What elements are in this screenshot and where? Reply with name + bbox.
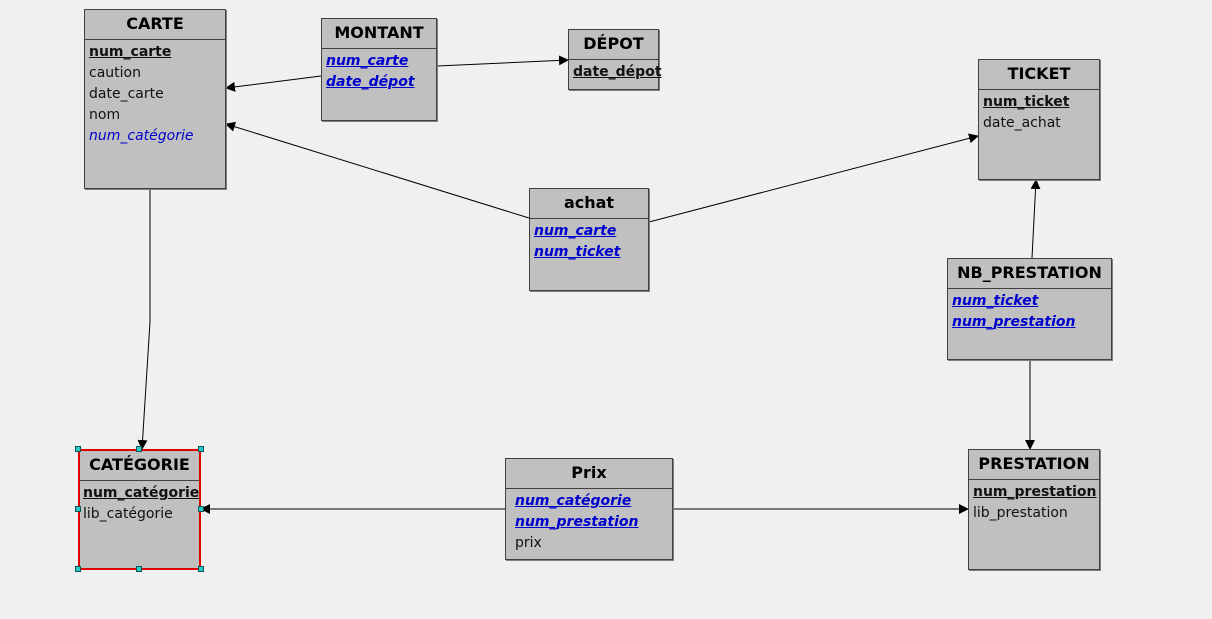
entity-carte-fields: num_carte caution date_carte nom num_cat… <box>85 40 225 147</box>
field-num-ticket: num_ticket <box>983 94 1070 110</box>
entity-depot-title: DÉPOT <box>569 30 658 60</box>
resize-handle-left[interactable] <box>75 506 81 512</box>
entity-montant-title: MONTANT <box>322 19 436 49</box>
entity-categorie-title: CATÉGORIE <box>80 451 199 481</box>
entity-prix-fields: num_catégorie num_prestation prix <box>506 489 672 554</box>
entity-ticket-title: TICKET <box>979 60 1099 90</box>
entity-categorie[interactable]: CATÉGORIE num_catégorie lib_catégorie <box>78 449 201 570</box>
resize-handle-top[interactable] <box>136 446 142 452</box>
entity-prestation-title: PRESTATION <box>969 450 1099 480</box>
entity-carte[interactable]: CARTE num_carte caution date_carte nom n… <box>84 9 226 189</box>
entity-achat-fields: num_carte num_ticket <box>530 219 648 263</box>
resize-handle-bottom-left[interactable] <box>75 566 81 572</box>
entity-depot-fields: date_dépot <box>569 60 662 83</box>
entity-montant-fields: num_carte date_dépot <box>322 49 436 93</box>
entity-ticket[interactable]: TICKET num_ticket date_achat <box>978 59 1100 180</box>
resize-handle-top-left[interactable] <box>75 446 81 452</box>
link-montant-to-carte[interactable] <box>225 75 322 92</box>
field-num-carte: num_carte <box>534 223 617 239</box>
entity-prix-title: Prix <box>506 459 672 489</box>
field-date-depot: date_dépot <box>326 74 415 90</box>
field-num-prestation: num_prestation <box>952 314 1076 330</box>
entity-ticket-fields: num_ticket date_achat <box>979 90 1099 134</box>
entity-categorie-fields: num_catégorie lib_catégorie <box>80 481 199 525</box>
field-lib-categorie: lib_catégorie <box>83 506 173 522</box>
field-num-prestation: num_prestation <box>515 514 639 530</box>
entity-nb-prestation-fields: num_ticket num_prestation <box>948 289 1111 333</box>
link-achat-to-ticket[interactable] <box>648 133 979 223</box>
field-num-ticket: num_ticket <box>534 244 621 260</box>
field-num-ticket: num_ticket <box>952 293 1039 309</box>
entity-achat-title: achat <box>530 189 648 219</box>
field-num-carte: num_carte <box>89 44 172 60</box>
resize-handle-bottom-right[interactable] <box>198 566 204 572</box>
resize-handle-top-right[interactable] <box>198 446 204 452</box>
entity-prestation[interactable]: PRESTATION num_prestation lib_prestation <box>968 449 1100 570</box>
field-num-categorie: num_catégorie <box>515 493 632 509</box>
link-montant-to-depot[interactable] <box>436 55 569 67</box>
entity-carte-title: CARTE <box>85 10 225 40</box>
entity-depot[interactable]: DÉPOT date_dépot <box>568 29 662 90</box>
entity-nb-prestation[interactable]: NB_PRESTATION num_ticket num_prestation <box>947 258 1112 360</box>
resize-handle-bottom[interactable] <box>136 566 142 572</box>
field-num-categorie: num_catégorie <box>83 485 200 501</box>
field-date-carte: date_carte <box>89 86 164 102</box>
link-achat-to-carte[interactable] <box>225 121 530 219</box>
entity-prestation-fields: num_prestation lib_prestation <box>969 480 1099 524</box>
entity-achat[interactable]: achat num_carte num_ticket <box>529 188 649 291</box>
entity-nb-prestation-title: NB_PRESTATION <box>948 259 1111 289</box>
field-num-carte: num_carte <box>326 53 409 69</box>
resize-handle-right[interactable] <box>198 506 204 512</box>
field-lib-prestation: lib_prestation <box>973 505 1068 521</box>
link-nb-prestation-to-ticket[interactable] <box>1030 179 1041 259</box>
link-carte-to-categorie[interactable] <box>137 189 151 450</box>
entity-montant[interactable]: MONTANT num_carte date_dépot <box>321 18 437 121</box>
field-nom: nom <box>89 107 121 123</box>
field-prix: prix <box>515 535 542 551</box>
field-date-depot: date_dépot <box>573 64 662 80</box>
field-caution: caution <box>89 65 141 81</box>
field-num-categorie: num_catégorie <box>89 128 194 144</box>
entity-prix[interactable]: Prix num_catégorie num_prestation prix <box>505 458 673 560</box>
field-date-achat: date_achat <box>983 115 1061 131</box>
field-num-prestation: num_prestation <box>973 484 1097 500</box>
